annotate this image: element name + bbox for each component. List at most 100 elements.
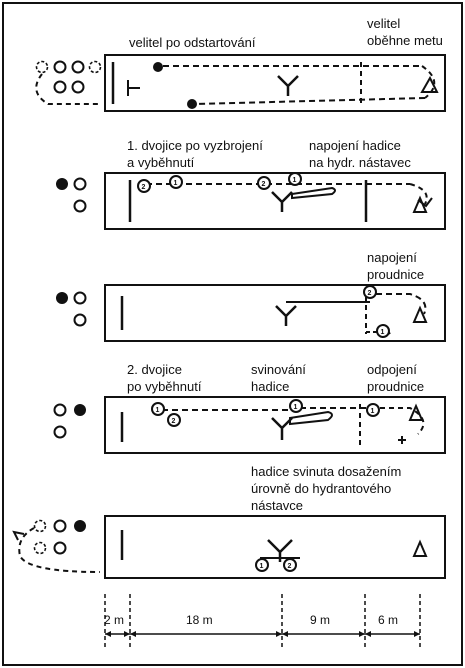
team-member-ghost-icon bbox=[88, 60, 102, 74]
commander-icon bbox=[153, 62, 163, 72]
scene-2-left-label-line2: a vyběhnutí bbox=[127, 155, 195, 170]
team-member-icon bbox=[53, 519, 67, 533]
coiled-hose-icon bbox=[291, 186, 336, 200]
svg-text:1: 1 bbox=[174, 180, 178, 187]
svg-text:1: 1 bbox=[381, 329, 385, 336]
team-member-icon bbox=[53, 541, 67, 555]
commander-icon bbox=[74, 404, 86, 416]
commander-return-icon bbox=[187, 99, 197, 109]
svg-text:1: 1 bbox=[293, 177, 297, 184]
scene-2-right-label-line1: napojení hadice bbox=[309, 138, 401, 153]
cone-marker-icon bbox=[412, 195, 428, 213]
arrow-icon bbox=[12, 530, 25, 541]
run-path bbox=[376, 293, 427, 315]
runner-marker: 1 bbox=[366, 403, 380, 417]
runner-marker: 1 bbox=[151, 402, 165, 416]
scene-5: hadice svinuta dosažením úrovně do hydra… bbox=[12, 464, 446, 579]
team-arrival-path bbox=[35, 73, 100, 105]
team-member-ghost-icon bbox=[33, 541, 47, 555]
turn-arc bbox=[409, 183, 428, 205]
team-member-icon bbox=[53, 60, 67, 74]
svg-text:2: 2 bbox=[288, 563, 292, 570]
cone-marker-icon bbox=[412, 305, 428, 323]
runner-marker: 1 bbox=[169, 175, 183, 189]
scale-label-9m: 9 m bbox=[310, 613, 330, 627]
svg-text:1: 1 bbox=[294, 404, 298, 411]
team-member-icon bbox=[73, 177, 87, 191]
scale-label-2m: 2 m bbox=[104, 613, 124, 627]
team-member-icon bbox=[73, 313, 87, 327]
scene-4-left-label-line2: po vyběhnutí bbox=[127, 379, 202, 394]
hose-end-icon bbox=[127, 80, 140, 96]
runner-marker: 2 bbox=[363, 285, 377, 299]
hydrant-icon bbox=[271, 191, 293, 212]
commander-icon bbox=[56, 178, 68, 190]
svg-text:1: 1 bbox=[156, 407, 160, 414]
scene-4-left-label-line1: 2. dvojice bbox=[127, 362, 182, 377]
team-arrival-path bbox=[18, 527, 101, 573]
coiled-hose-icon bbox=[289, 410, 333, 426]
scale-label-18m: 18 m bbox=[186, 613, 213, 627]
team-member-ghost-icon bbox=[33, 519, 47, 533]
team-member-icon bbox=[71, 80, 85, 94]
svg-text:2: 2 bbox=[368, 290, 372, 297]
hydrant-icon bbox=[271, 417, 293, 440]
scene-4-track bbox=[104, 396, 446, 454]
scene-1-track bbox=[104, 54, 446, 112]
scene-5-label-line2: úrovně do hydrantového bbox=[251, 481, 391, 496]
cone-marker-icon bbox=[408, 403, 424, 421]
team-member-icon bbox=[53, 403, 67, 417]
plus-icon bbox=[398, 436, 406, 444]
run-path bbox=[162, 407, 370, 411]
runner-marker: 1 bbox=[376, 324, 390, 338]
scene-1: velitel po odstartování velitel oběhne m… bbox=[35, 16, 446, 112]
scene-5-label-line3: nástavce bbox=[251, 498, 303, 513]
svg-text:2: 2 bbox=[262, 181, 266, 188]
runner-marker: 1 bbox=[288, 172, 302, 186]
scene-4: 2. dvojice po vyběhnutí svinování hadice… bbox=[53, 362, 446, 454]
team-member-ghost-icon bbox=[35, 60, 49, 74]
team-member-icon bbox=[53, 425, 67, 439]
scene-1-left-label: velitel po odstartování bbox=[129, 35, 256, 50]
runner-marker: 2 bbox=[257, 176, 271, 190]
cone-marker-icon bbox=[412, 539, 428, 557]
svg-text:1: 1 bbox=[260, 563, 264, 570]
scene-2-right-label-line2: na hydr. nástavec bbox=[309, 155, 411, 170]
cone-marker-icon bbox=[420, 75, 439, 93]
scene-5-track bbox=[104, 515, 446, 579]
scene-3: napojení proudnice 2 1 bbox=[56, 250, 446, 342]
runner-marker: 2 bbox=[137, 179, 151, 193]
scene-2-track bbox=[104, 172, 446, 230]
team-member-icon bbox=[73, 291, 87, 305]
scene-4-right-label-line1: odpojení bbox=[367, 362, 417, 377]
scene-4-right-label-line2: proudnice bbox=[367, 379, 424, 394]
team-member-icon bbox=[71, 60, 85, 74]
hydrant-icon bbox=[275, 305, 297, 326]
commander-icon bbox=[74, 520, 86, 532]
hydrant-icon bbox=[277, 75, 299, 96]
scene-2-left-label-line1: 1. dvojice po vyzbrojení bbox=[127, 138, 263, 153]
team-member-icon bbox=[73, 199, 87, 213]
scale-label-6m: 6 m bbox=[378, 613, 398, 627]
scene-4-mid-label-line2: hadice bbox=[251, 379, 289, 394]
svg-text:2: 2 bbox=[142, 184, 146, 191]
svg-text:1: 1 bbox=[371, 408, 375, 415]
runner-marker: 1 bbox=[255, 558, 269, 572]
svg-text:2: 2 bbox=[172, 418, 176, 425]
commander-icon bbox=[56, 292, 68, 304]
runner-marker: 1 bbox=[289, 399, 303, 413]
scene-4-mid-label-line1: svinování bbox=[251, 362, 306, 377]
scene-3-right-label-line1: napojení bbox=[367, 250, 417, 265]
scene-1-right-label-line2: oběhne metu bbox=[367, 33, 443, 48]
scene-5-label-line1: hadice svinuta dosažením bbox=[251, 464, 401, 479]
turn-arc bbox=[421, 65, 436, 99]
scene-3-track bbox=[104, 284, 446, 342]
team-member-icon bbox=[53, 80, 67, 94]
runner-marker: 2 bbox=[283, 558, 297, 572]
return-path bbox=[195, 97, 426, 105]
scene-1-right-label-line1: velitel bbox=[367, 16, 400, 31]
scene-2: 1. dvojice po vyzbrojení a vyběhnutí nap… bbox=[56, 138, 446, 230]
measurement-scale: 2 m 18 m 9 m 6 m bbox=[104, 594, 421, 650]
